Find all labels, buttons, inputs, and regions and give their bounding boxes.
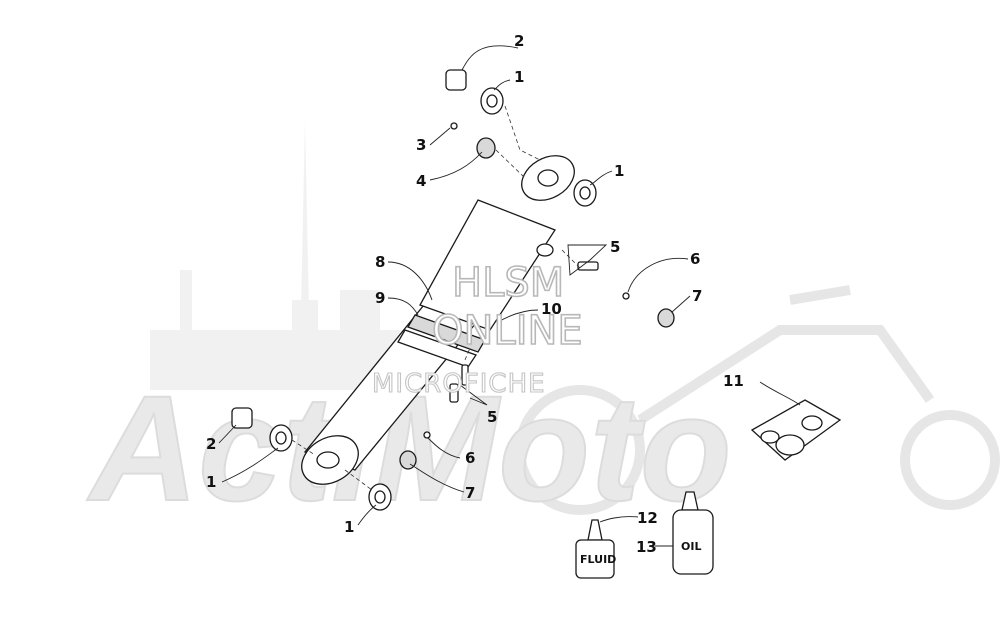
callout-13: 13	[636, 538, 657, 556]
valve-5-top	[577, 261, 599, 271]
callout-12: 12	[637, 509, 658, 527]
callout-7-top: 7	[692, 287, 702, 305]
callout-6-top: 6	[690, 250, 700, 268]
callout-5-bot: 5	[487, 408, 497, 426]
assembly-lines	[291, 105, 581, 491]
fluid-bottle: FLUID	[575, 519, 616, 579]
callout-8: 8	[375, 253, 385, 271]
watermark-line1: HLSM	[452, 260, 564, 306]
callout-2-top: 2	[514, 32, 524, 50]
seal-kit-11	[750, 399, 842, 461]
bearing-top	[480, 87, 504, 115]
callout-1-bot: 1	[344, 518, 354, 536]
bearing-bot	[368, 483, 392, 511]
callout-4: 4	[416, 172, 426, 190]
callout-7-bot: 7	[465, 484, 475, 502]
callout-1-botleft: 1	[206, 473, 216, 491]
callout-1-top: 1	[514, 68, 524, 86]
callout-11: 11	[723, 372, 744, 390]
callout-6-bot: 6	[465, 449, 475, 467]
oring-6-bot	[423, 431, 431, 439]
shock-absorber	[301, 155, 575, 485]
watermark-skyline	[150, 120, 400, 390]
watermark-line2: ONLINE	[432, 308, 583, 354]
pin-3	[450, 122, 458, 130]
bearing-mid	[573, 179, 597, 207]
bushing-top	[445, 69, 467, 91]
fluid-bottle-label: FLUID	[580, 553, 616, 566]
bearing-botleft	[269, 424, 293, 452]
callout-5-top: 5	[610, 238, 620, 256]
oil-bottle-label: OIL	[681, 540, 701, 553]
oil-bottle: OIL	[672, 491, 714, 575]
callout-1-mid: 1	[614, 162, 624, 180]
cap-7-bot	[399, 450, 417, 470]
callout-9: 9	[375, 289, 385, 307]
callouts: 2 1 3 4 1 5 6 7 8 9 10 11 5 6 7 2 1 1 12…	[206, 32, 744, 556]
bushing-bot	[231, 407, 253, 429]
watermark-motorcycle	[515, 285, 1000, 515]
callout-3: 3	[416, 136, 426, 154]
valve-5-bot	[449, 364, 469, 403]
leader-lines	[218, 45, 801, 547]
oring-6-top	[622, 292, 630, 300]
callout-2-bot: 2	[206, 435, 216, 453]
callout-10: 10	[541, 300, 562, 318]
watermark-line3: MICROFICHE	[372, 369, 546, 399]
cap-7-top	[657, 308, 675, 328]
